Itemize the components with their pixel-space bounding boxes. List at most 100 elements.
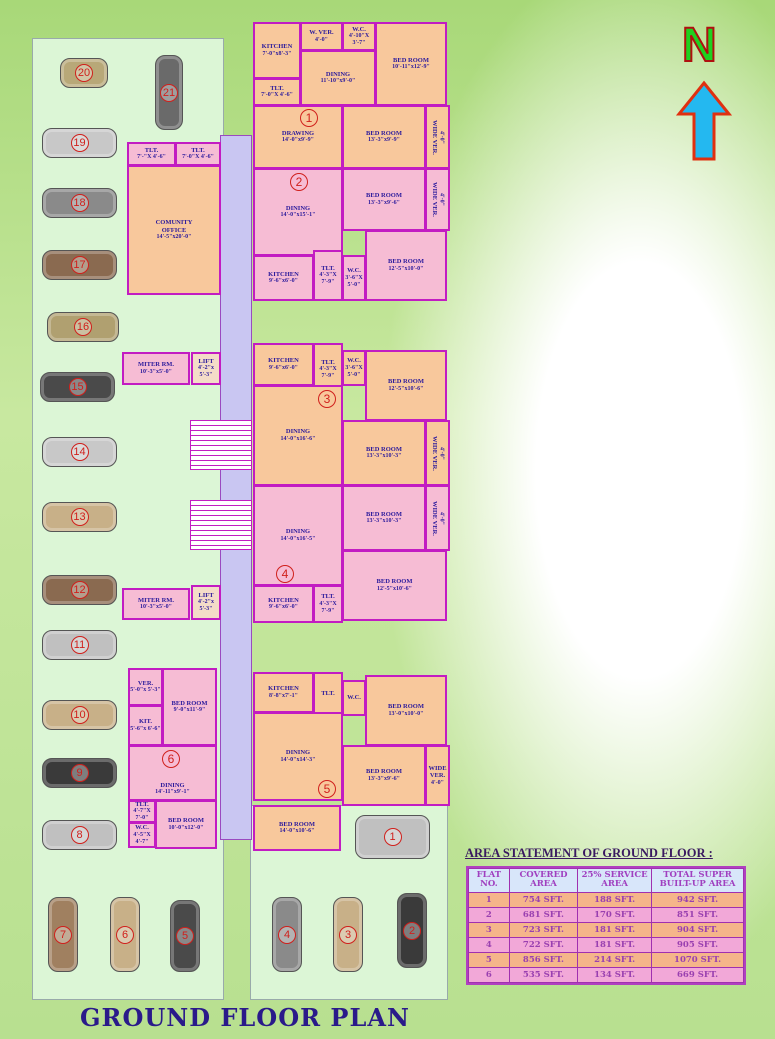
room-dimension: 12'-5"x10'-6" — [388, 385, 424, 392]
room-dimension: 4'-0" — [315, 36, 328, 43]
flat-1-room-tlt: TLT.7'-0"X 4'-6" — [253, 78, 301, 106]
room-name: VER. — [137, 679, 154, 687]
parking-number: 15 — [68, 378, 87, 396]
room-name: TLT. — [144, 146, 159, 154]
room-dimension: 13'-3"x10'-3" — [366, 518, 402, 525]
room-dimension: 4'-5"X 4'-7" — [133, 831, 151, 845]
room-name: DINING — [285, 204, 311, 212]
room-dimension: 7'-0"X 4'-6" — [182, 154, 214, 161]
flat-2-room-wide-ver: 4'-0"WIDE VER. — [425, 168, 450, 231]
room-name: W.C. — [347, 357, 361, 365]
room-name: WIDE VER. — [430, 182, 438, 217]
north-label: N — [681, 19, 718, 72]
table-cell: 905 SFT. — [652, 937, 743, 952]
room-dimension: 13'-3"x9'-9" — [368, 137, 400, 144]
room-dimension: 4'-7"X 7'-0" — [133, 808, 151, 822]
room-dimension: 10'-0"x12'-0" — [168, 824, 204, 831]
room-dimension: 13'-3"x9'-6" — [368, 775, 400, 782]
room-name: BED ROOM — [388, 258, 424, 266]
table-cell: 942 SFT. — [652, 892, 743, 907]
room-dimension: 14'-0"x9'-9" — [282, 137, 314, 144]
car-icon: 1 — [355, 815, 430, 859]
toilet-a: TLT.7'-"X 4'-6" — [127, 142, 176, 166]
room-dimension: 7'-0"X 4'-6" — [261, 92, 293, 99]
room-name: W. VER. — [309, 29, 334, 37]
room-name: W.C. — [135, 824, 149, 832]
table-cell: 851 SFT. — [652, 907, 743, 922]
room-dimension: 14'-11"x9'-1" — [155, 789, 190, 796]
flat-6-room-ver: VER.5'-0"x 5'-3" — [128, 668, 163, 706]
room-name: DINING — [160, 781, 185, 789]
room-dimension: 5'-0"x 5'-3" — [130, 687, 161, 694]
room-name: WIDE VER. — [428, 764, 447, 780]
room-dimension: 3'-6"X 5'-0" — [345, 364, 363, 378]
car-icon: 3 — [333, 897, 363, 972]
table-cell: 170 SFT. — [578, 907, 652, 922]
room-dimension: 13'-3"x9'-6" — [368, 199, 400, 206]
stairs-icon — [190, 500, 252, 550]
flat-number: 3 — [318, 390, 336, 408]
parking-number: 3 — [339, 925, 357, 944]
room-dimension: 4'-3"X 7'-9" — [319, 272, 337, 286]
table-cell: 681 SFT. — [509, 907, 578, 922]
room-name: MITER RM. — [137, 596, 175, 604]
room-name: TLT. — [191, 146, 205, 154]
room-dimension: 9'-6"x6'-0" — [269, 364, 298, 371]
room-dimension: 10'-11"x12'-9" — [392, 64, 430, 71]
room-name: W.C. — [347, 694, 361, 702]
room-dimension: 5'-6"x 6'-6" — [130, 725, 161, 732]
table-cell: 134 SFT. — [578, 967, 652, 982]
room-dimension: 7'-"X 4'-6" — [137, 154, 166, 161]
flat-2-room-w-c: W.C.3'-6"X 5'-0" — [342, 255, 366, 301]
flat-3-room-wide-ver: 4'-0"WIDE VER. — [425, 420, 450, 486]
parking-number: 6 — [116, 925, 134, 944]
room-name: BED ROOM — [366, 192, 402, 200]
flat-1-room-w-c: W.C.4'-10"X 3'-7" — [342, 22, 376, 51]
parking-number: 11 — [70, 636, 89, 654]
parking-number: 20 — [75, 64, 93, 82]
room-dimension: 9'-6"x6'-0" — [269, 278, 298, 285]
table-cell: 904 SFT. — [652, 922, 743, 937]
room-dimension: 8'-8"x7'-1" — [269, 692, 298, 699]
table-cell: 6 — [469, 967, 509, 982]
flat-number: 4 — [276, 565, 294, 583]
room-dimension: 13'-0"x10'-0" — [388, 710, 424, 717]
room-dimension: 4'-10"X 3'-7" — [348, 33, 370, 47]
parking-number: 19 — [70, 134, 89, 152]
room-dimension: 9'-6"x6'-0" — [269, 604, 298, 611]
flat-2-room-tlt: TLT.4'-3"X 7'-9" — [313, 250, 343, 301]
room-name: TLT. — [321, 690, 335, 698]
room-name: DINING — [285, 749, 311, 757]
table-cell: 754 SFT. — [509, 892, 578, 907]
parking-number: 13 — [70, 508, 89, 526]
car-icon: 19 — [42, 128, 117, 158]
room-dimension: 13'-3"x10'-3" — [366, 453, 402, 460]
car-icon: 6 — [110, 897, 140, 972]
column-header: 25% SERVICE AREA — [578, 869, 652, 892]
room-dimension: 12'-5"x10'-6" — [377, 585, 412, 592]
stairs-icon — [190, 420, 252, 470]
table-cell: 214 SFT. — [578, 952, 652, 967]
parking-number: 14 — [70, 443, 89, 461]
flat-6-room-tlt: TLT.4'-7"X 7'-0" — [128, 800, 156, 823]
corridor — [220, 135, 252, 840]
parking-number: 2 — [403, 921, 421, 940]
room-name: TLT. — [135, 800, 149, 808]
car-icon: 12 — [42, 575, 117, 605]
